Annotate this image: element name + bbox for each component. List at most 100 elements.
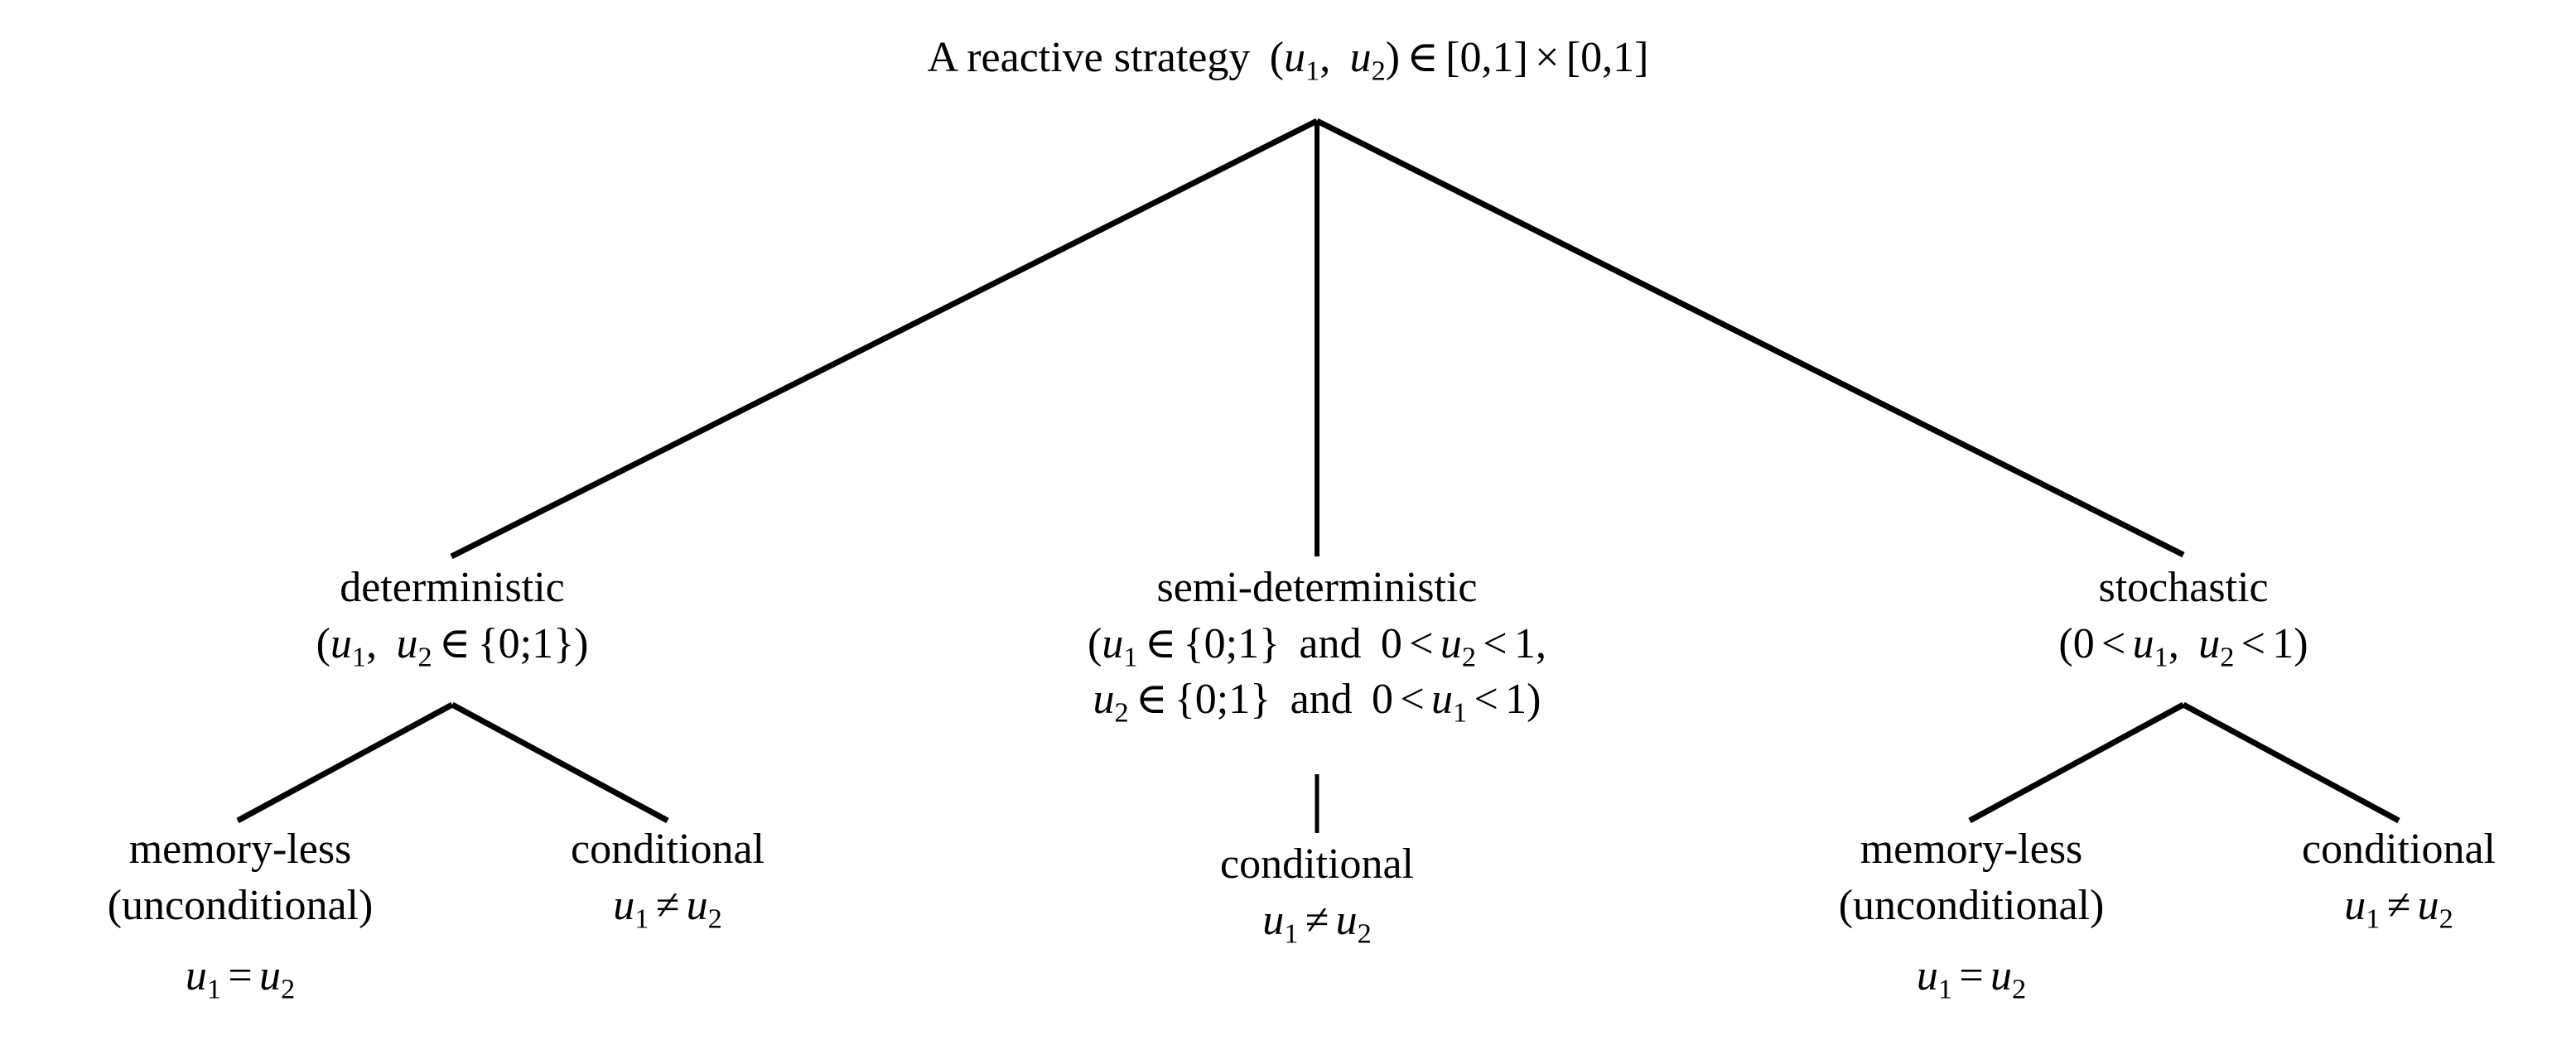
semideterministic-condition-line-2: u2∈{0;1} and 0<u1<1)	[903, 672, 1731, 728]
stoc-not-equals-icon: ≠	[2386, 881, 2411, 929]
sto-one: 1	[2272, 619, 2294, 667]
semi2-sub-1: 1	[1453, 696, 1468, 729]
root-sub-1: 1	[1305, 55, 1320, 87]
det-var-u2: u	[396, 619, 418, 667]
sto-open-paren: (	[2058, 619, 2073, 667]
root-var-u1: u	[1284, 34, 1306, 81]
semi2-element-of-icon: ∈	[1136, 676, 1168, 724]
edge-root-to-stochastic	[1315, 118, 2185, 558]
stoc-sub-1: 1	[2366, 902, 2381, 934]
det-sub-2: 2	[417, 640, 432, 672]
det-conditional-relation: u1≠u2	[469, 878, 866, 934]
semi1-one: 1	[1513, 619, 1536, 667]
detml-equals-icon: =	[228, 952, 253, 1000]
sto-sub-1: 1	[2154, 640, 2168, 672]
node-stochastic: stochastic (0<u1, u2<1)	[1869, 560, 2498, 672]
stoml-var-u1: u	[1916, 952, 1938, 1000]
sto-memoryless-relation: u1=u2	[1731, 948, 2212, 1004]
semi1-and: and	[1299, 619, 1362, 667]
det-memoryless-line-1: memory-less	[128, 826, 352, 873]
sto-sub-2: 2	[2220, 640, 2235, 672]
semic-var-u2: u	[1335, 896, 1358, 944]
edge-deterministic-to-conditional	[451, 701, 669, 824]
stoc-var-u2: u	[2417, 881, 2439, 929]
semideterministic-condition-line-1: (u1∈{0;1} and 0<u2<1,	[903, 616, 1731, 672]
edge-stochastic-to-memoryless	[1968, 701, 2185, 824]
detml-sub-2: 2	[280, 973, 296, 1005]
root-interval-2: [0,1]	[1565, 34, 1649, 81]
sto-lt-icon-1: <	[2101, 619, 2126, 667]
root-interval-1: [0,1]	[1445, 34, 1528, 81]
sto-close-paren: )	[2294, 619, 2308, 667]
det-var-u1: u	[330, 619, 352, 667]
semi1-var-u1: u	[1102, 619, 1124, 667]
root-element-of-icon: ∈	[1406, 34, 1439, 81]
semi2-close-paren: )	[1527, 676, 1541, 724]
det-memoryless-relation: u1=u2	[0, 948, 480, 1004]
edge-root-to-deterministic	[450, 118, 1319, 560]
semi2-sub-2: 2	[1114, 696, 1129, 729]
semic-sub-2: 2	[1357, 917, 1372, 949]
semi2-lt-icon-2: <	[1474, 676, 1498, 724]
stochastic-condition: (0<u1, u2<1)	[1869, 616, 2498, 672]
sto-var-u1: u	[2132, 619, 2154, 667]
semi1-sub-2: 2	[1461, 640, 1476, 672]
semic-sub-1: 1	[1284, 917, 1299, 949]
semi2-zero: 0	[1372, 676, 1394, 724]
sto-zero: 0	[2072, 619, 2095, 667]
semi1-open-paren: (	[1088, 619, 1102, 667]
semi-conditional-line-1: conditional	[1220, 840, 1414, 888]
semi2-set: {0;1}	[1174, 676, 1271, 724]
semi1-var-u2: u	[1440, 619, 1462, 667]
semi2-lt-icon-1: <	[1400, 676, 1425, 724]
detc-sub-2: 2	[707, 902, 722, 934]
det-open-paren: (	[316, 619, 330, 667]
semideterministic-title: semi-deterministic	[1156, 564, 1478, 611]
sto-lt-icon-2: <	[2241, 619, 2265, 667]
root-comma: ,	[1319, 34, 1331, 81]
node-deterministic-conditional: conditional u1≠u2	[469, 821, 866, 933]
semi2-var-u2: u	[1093, 676, 1115, 724]
det-conditional-line-1: conditional	[571, 826, 765, 873]
det-sub-1: 1	[351, 640, 367, 672]
sto-memoryless-line-1: memory-less	[1860, 826, 2083, 873]
node-deterministic: deterministic (u1, u2∈{0;1})	[137, 560, 767, 672]
deterministic-title: deterministic	[340, 564, 565, 611]
semi1-lt-icon-1: <	[1409, 619, 1434, 667]
root-label: A reactive strategy (u1, u2)∈[0,1]×[0,1]	[0, 30, 2576, 86]
det-element-of-icon: ∈	[438, 619, 471, 667]
det-set: {0;1}	[477, 619, 575, 667]
root-sub-2: 2	[1371, 55, 1386, 87]
root-var-u2: u	[1349, 34, 1372, 81]
root-label-text: A reactive strategy	[927, 34, 1251, 81]
node-stochastic-conditional: conditional u1≠u2	[2200, 821, 2576, 933]
sto-memoryless-line-2: (unconditional)	[1838, 881, 2105, 929]
semi1-set: {0;1}	[1183, 619, 1281, 667]
det-close-paren: )	[574, 619, 589, 667]
detc-sub-1: 1	[634, 902, 649, 934]
detml-sub-1: 1	[206, 973, 222, 1005]
edge-stochastic-to-conditional	[2182, 701, 2400, 824]
semi2-one: 1	[1505, 676, 1527, 724]
detc-var-u1: u	[613, 881, 635, 929]
root-close-paren: )	[1385, 34, 1401, 81]
sto-var-u2: u	[2198, 619, 2221, 667]
stochastic-title: stochastic	[2098, 564, 2269, 611]
node-stochastic-memoryless: memory-less (unconditional) u1=u2	[1731, 821, 2212, 1004]
stoc-sub-2: 2	[2439, 902, 2453, 934]
sto-comma: ,	[2168, 619, 2179, 667]
deterministic-condition: (u1, u2∈{0;1})	[137, 616, 767, 672]
detml-var-u1: u	[185, 952, 207, 1000]
detml-var-u2: u	[258, 952, 281, 1000]
semic-not-equals-icon: ≠	[1305, 896, 1329, 944]
semi2-var-u1: u	[1431, 676, 1453, 724]
semi1-lt-icon-2: <	[1483, 619, 1507, 667]
semi-conditional-relation: u1≠u2	[1110, 893, 1524, 949]
semi1-comma: ,	[1535, 619, 1546, 667]
root-times-icon: ×	[1535, 34, 1560, 81]
det-comma: ,	[366, 619, 378, 667]
detc-var-u2: u	[686, 881, 708, 929]
det-memoryless-line-2: (unconditional)	[107, 881, 374, 929]
semi2-and: and	[1290, 676, 1353, 724]
edge-deterministic-to-memoryless	[236, 701, 454, 824]
